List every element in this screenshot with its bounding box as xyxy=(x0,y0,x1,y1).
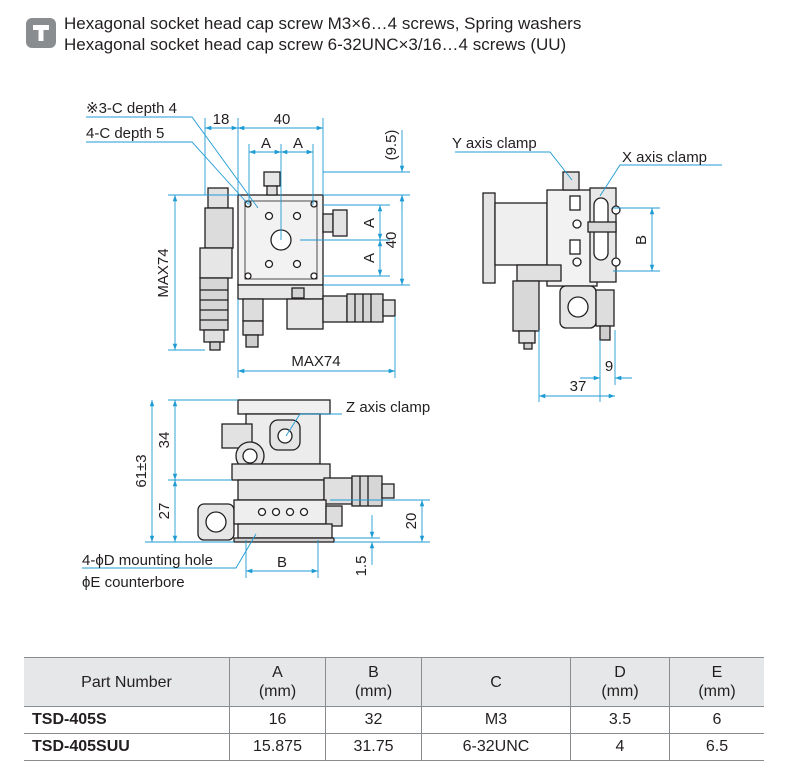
dim-37-label: 37 xyxy=(570,378,587,395)
spec-table: Part Number A (mm) B (mm) C D (mm) E (mm) TS… xyxy=(24,657,764,761)
top-view-dimensions xyxy=(86,116,410,378)
header-e-label: E xyxy=(711,664,723,681)
side-view-dimensions xyxy=(455,151,722,402)
mounting-hole-label: 4-ϕD mounting hole xyxy=(82,552,213,569)
header-d-label: D xyxy=(614,664,626,681)
counterbore-label: ϕE counterbore xyxy=(82,574,185,591)
front-view-dimensions xyxy=(82,399,430,578)
header-a-unit: (mm) xyxy=(258,683,297,700)
dim-34-label: 34 xyxy=(156,432,173,449)
dim-a4-label: A xyxy=(361,253,378,263)
header-a-label: A xyxy=(272,664,283,681)
part-number-cell: TSD-405SUU xyxy=(24,733,230,761)
screw-note-line-2: Hexagonal socket head cap screw 6-32UNC×… xyxy=(64,35,567,54)
dim-18-label: 18 xyxy=(213,111,230,128)
value-d-cell: 4 xyxy=(570,733,670,761)
header-d: D (mm) xyxy=(570,657,670,707)
header-a: A (mm) xyxy=(229,657,326,707)
value-c-cell: M3 xyxy=(421,706,571,734)
dim-a2-label: A xyxy=(293,135,303,152)
y-axis-clamp-label: Y axis clamp xyxy=(452,135,537,152)
header-e-unit: (mm) xyxy=(698,683,736,700)
top-view xyxy=(199,171,396,351)
value-a-cell: 15.875 xyxy=(229,733,326,761)
value-c-cell: 6-32UNC xyxy=(421,733,571,761)
max74-vertical-label: MAX74 xyxy=(155,248,172,297)
z-axis-clamp-label: Z axis clamp xyxy=(346,399,430,416)
dim-b-front-label: B xyxy=(277,554,287,571)
header-c-label: C xyxy=(490,673,502,691)
value-a-cell: 16 xyxy=(229,706,326,734)
spec-table-header-row: Part Number A (mm) B (mm) C D (mm) E (mm) xyxy=(24,657,764,707)
value-e-cell: 6 xyxy=(669,706,764,734)
c4-depth-label: 4-C depth 5 xyxy=(86,125,164,142)
table-row: TSD-405SUU 15.875 31.75 6-32UNC 4 6.5 xyxy=(24,733,764,761)
header-part-number: Part Number xyxy=(24,657,230,707)
max74-horizontal-label: MAX74 xyxy=(291,353,340,370)
technical-drawing: ※3-C depth 4 4-C depth 5 18 40 A A (9.5)… xyxy=(82,100,722,591)
header-b-unit: (mm) xyxy=(354,683,393,700)
dim-1-5-label: 1.5 xyxy=(353,556,370,577)
header-d-unit: (mm) xyxy=(601,683,639,700)
value-b-cell: 32 xyxy=(325,706,422,734)
dim-b-side-label: B xyxy=(633,235,650,245)
dim-40-top-label: 40 xyxy=(274,111,291,128)
dim-61-label: 61±3 xyxy=(133,454,150,487)
dim-20-label: 20 xyxy=(403,513,420,530)
dim-9-5-label: (9.5) xyxy=(383,130,400,161)
front-view xyxy=(197,399,395,543)
dim-a1-label: A xyxy=(261,135,271,152)
x-axis-clamp-label: X axis clamp xyxy=(622,149,707,166)
dim-27-label: 27 xyxy=(156,503,173,520)
value-e-cell: 6.5 xyxy=(669,733,764,761)
header-part-number-label: Part Number xyxy=(81,673,172,691)
side-view xyxy=(482,171,621,350)
header-e: E (mm) xyxy=(669,657,764,707)
value-b-cell: 31.75 xyxy=(325,733,422,761)
dim-9-label: 9 xyxy=(605,358,613,375)
header-b-label: B xyxy=(368,664,379,681)
part-number-cell: TSD-405S xyxy=(24,706,230,734)
dim-40-side-label: 40 xyxy=(383,232,400,249)
c3-depth-label: ※3-C depth 4 xyxy=(86,100,177,117)
dim-a3-label: A xyxy=(361,218,378,228)
screw-note-icon xyxy=(26,18,56,48)
table-row: TSD-405S 16 32 M3 3.5 6 xyxy=(24,706,764,734)
header-c: C xyxy=(421,657,571,707)
screw-note-line-1: Hexagonal socket head cap screw M3×6…4 s… xyxy=(64,14,582,33)
header-b: B (mm) xyxy=(325,657,422,707)
value-d-cell: 3.5 xyxy=(570,706,670,734)
